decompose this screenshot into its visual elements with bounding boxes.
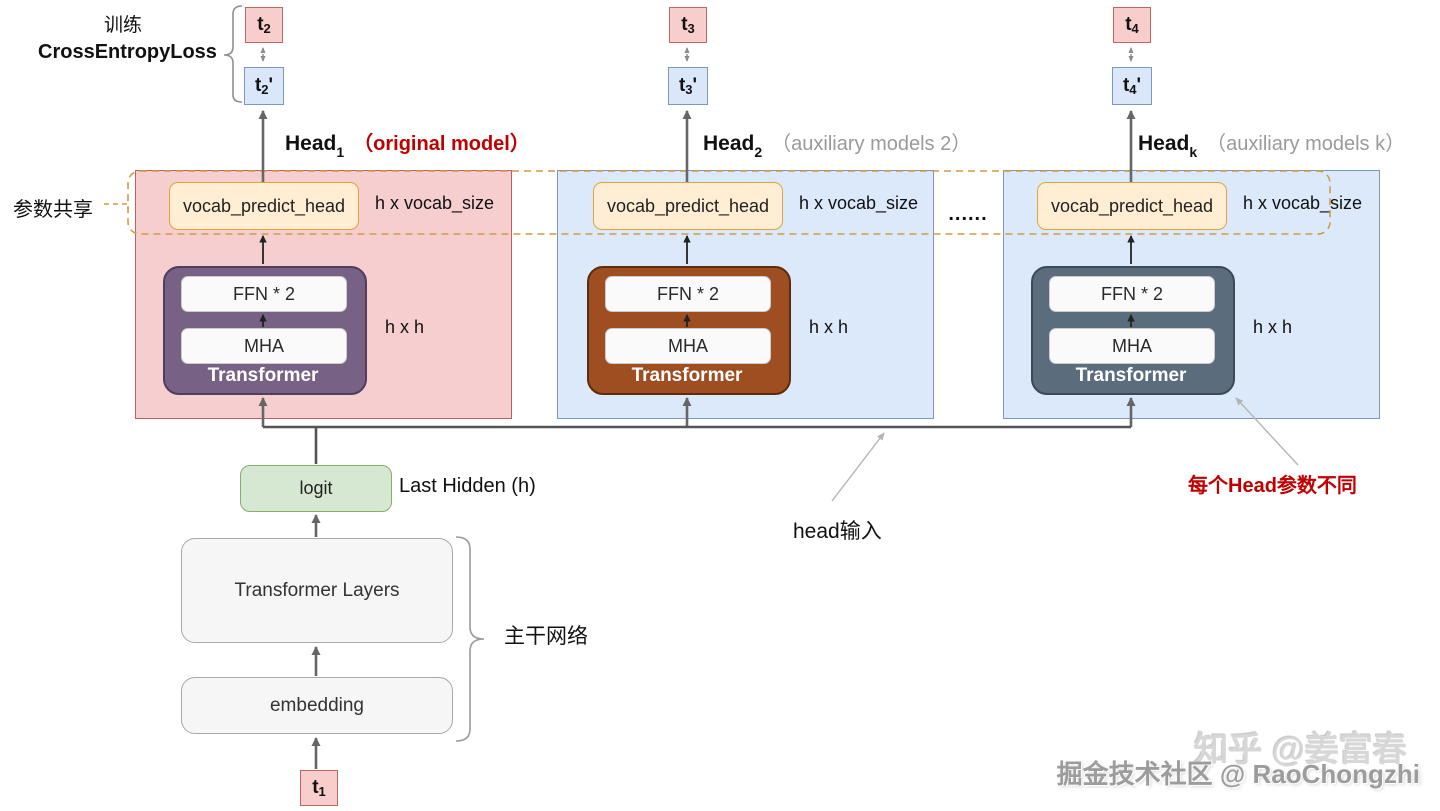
token-sub: 4	[1129, 81, 1137, 97]
vocab-dim-label-1: h x vocab_size	[375, 193, 495, 213]
mha-box-2: MHA	[605, 328, 771, 364]
head1-note: （original model）	[353, 133, 530, 155]
head2-label: Head2 （auxiliary models 2）	[703, 130, 971, 164]
cross-entropy-loss-label: CrossEntropyLoss	[38, 41, 217, 63]
token-prime: '	[1136, 75, 1142, 96]
head-input-arrow	[831, 432, 885, 502]
embedding-box: embedding	[181, 677, 453, 734]
train-label: 训练	[103, 15, 142, 36]
transformer-label-1: Transformer	[207, 365, 319, 386]
token-sub: 1	[318, 783, 326, 799]
vocab-predict-head-box-3: vocab_predict_head	[1037, 182, 1227, 230]
transformer-layers-box: Transformer Layers	[181, 538, 453, 643]
head-diff-label: 每个Head参数不同	[1188, 475, 1357, 497]
headk-note: （auxiliary models k）	[1206, 133, 1406, 155]
token-text: t	[1125, 14, 1132, 35]
token-sub: 2	[263, 20, 271, 36]
transformer-label-3: Transformer	[1075, 365, 1187, 386]
token-text: t	[1122, 75, 1130, 96]
backbone-brace	[455, 536, 485, 742]
headk-name: Headk	[1138, 132, 1198, 161]
head1-label: Head1 （original model）	[285, 130, 530, 164]
token-text: t	[254, 75, 262, 96]
watermark-zhihu: 知乎 @姜富春	[1194, 731, 1407, 769]
head1-name: Head1	[285, 132, 345, 161]
hxh-label-1: h x h	[385, 317, 425, 337]
token-text: t	[681, 14, 688, 35]
token-text: t	[678, 75, 686, 96]
hxh-label-2: h x h	[809, 317, 849, 337]
token-sub: 2	[261, 81, 269, 97]
vocab-predict-head-box-2: vocab_predict_head	[593, 182, 783, 230]
mha-box-1: MHA	[181, 328, 347, 364]
headk-label: Headk （auxiliary models k）	[1138, 130, 1405, 164]
head2-note: （auxiliary models 2）	[771, 133, 972, 155]
mha-box-3: MHA	[1049, 328, 1215, 364]
ffn-box-2: FFN * 2	[605, 276, 771, 312]
token-prime: '	[268, 75, 274, 96]
param-share-label: 参数共享	[13, 199, 93, 221]
backbone-label: 主干网络	[504, 625, 588, 648]
token-sub: 3	[685, 81, 693, 97]
watermark-juejin: 掘金技术社区 @ RaoChongzhi	[1056, 759, 1420, 789]
token-sub: 4	[1131, 20, 1139, 36]
ffn-box-3: FFN * 2	[1049, 276, 1215, 312]
vocab-predict-head-box-1: vocab_predict_head	[169, 182, 359, 230]
ffn-box-1: FFN * 2	[181, 276, 347, 312]
token-prime: '	[692, 75, 698, 96]
transformer-label-2: Transformer	[631, 365, 743, 386]
vocab-dim-label-3: h x vocab_size	[1243, 193, 1363, 213]
ellipsis-dots: ......	[948, 203, 988, 225]
token-sub: 3	[687, 20, 695, 36]
hxh-label-3: h x h	[1253, 317, 1293, 337]
last-hidden-label: Last Hidden (h)	[399, 475, 536, 497]
token-text: t	[257, 14, 264, 35]
loss-brace	[223, 5, 243, 103]
vocab-dim-label-2: h x vocab_size	[799, 193, 919, 213]
token-text: t	[312, 777, 319, 798]
head-input-label: head输入	[793, 520, 882, 543]
logit-box: logit	[240, 465, 392, 512]
head2-name: Head2	[703, 132, 763, 161]
